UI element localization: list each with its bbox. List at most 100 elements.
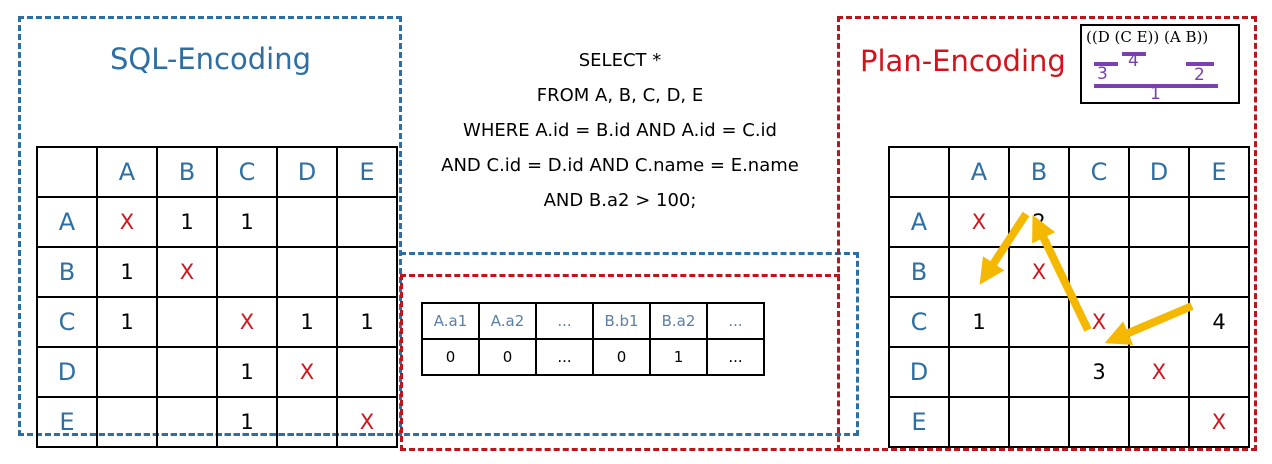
feature-header: B.a2 (649, 302, 708, 340)
matrix-cell: 1 (216, 346, 278, 398)
plan-encoding-matrix: A B C D E A X 2 B X C 1 X 4 D 3 X E (888, 146, 1250, 448)
feature-header: A.a2 (478, 302, 537, 340)
column-header: C (1068, 146, 1130, 198)
matrix-cell (336, 346, 398, 398)
column-header: D (276, 146, 338, 198)
feature-header: ... (535, 302, 594, 340)
feature-header: B.b1 (592, 302, 651, 340)
feature-value: 0 (421, 338, 480, 376)
matrix-cell (1068, 396, 1130, 448)
row-header: E (36, 396, 98, 448)
matrix-cell: X (336, 396, 398, 448)
matrix-cell: 1 (216, 396, 278, 448)
row-header: D (36, 346, 98, 398)
feature-value: 1 (649, 338, 708, 376)
row-header: E (888, 396, 950, 448)
sql-encoding-title: SQL-Encoding (110, 42, 311, 76)
matrix-cell (276, 396, 338, 448)
column-header: E (336, 146, 398, 198)
matrix-cell (336, 246, 398, 298)
matrix-cell: 1 (276, 296, 338, 348)
matrix-cell: 3 (1068, 346, 1130, 398)
matrix-cell: X (1188, 396, 1250, 448)
matrix-cell (1068, 196, 1130, 248)
matrix-cell (1188, 246, 1250, 298)
matrix-cell (96, 396, 158, 448)
feature-vector-table: A.a1 A.a2 ... B.b1 B.a2 ... 0 0 ... 0 1 … (421, 302, 765, 376)
matrix-cell (1068, 246, 1130, 298)
sql-bottom-region (18, 252, 859, 436)
matrix-cell: 1 (336, 296, 398, 348)
matrix-cell (156, 396, 218, 448)
sql-query: SELECT * FROM A, B, C, D, E WHERE A.id =… (400, 43, 840, 218)
column-header: C (216, 146, 278, 198)
feature-value: ... (535, 338, 594, 376)
matrix-cell (1128, 196, 1190, 248)
matrix-cell (1188, 196, 1250, 248)
matrix-cell (1128, 396, 1190, 448)
sql-bottom-top-edge (400, 252, 859, 255)
join-tree-expression: ((D (C E)) (A B)) (1086, 28, 1209, 46)
matrix-cell: 1 (96, 246, 158, 298)
row-header: C (36, 296, 98, 348)
arrow-2-to-1 (979, 211, 1030, 285)
column-header: A (96, 146, 158, 198)
sql-query-line: AND B.a2 > 100; (543, 190, 697, 211)
matrix-cell: X (1008, 246, 1070, 298)
row-header: B (36, 246, 98, 298)
matrix-cell: X (216, 296, 278, 348)
matrix-cell: 1 (96, 296, 158, 348)
column-header: E (1188, 146, 1250, 198)
matrix-cell (1008, 346, 1070, 398)
join-label-2: 2 (1194, 65, 1205, 85)
column-header: A (948, 146, 1010, 198)
join-label-3: 3 (1097, 64, 1108, 84)
matrix-cell (156, 346, 218, 398)
matrix-cell (948, 346, 1010, 398)
matrix-cell: X (1128, 346, 1190, 398)
sql-query-line: FROM A, B, C, D, E (536, 85, 704, 106)
row-header: C (888, 296, 950, 348)
matrix-cell (276, 246, 338, 298)
column-header: B (1008, 146, 1070, 198)
row-header: D (888, 346, 950, 398)
join-label-1: 1 (1150, 84, 1161, 104)
column-header: D (1128, 146, 1190, 198)
matrix-cell (1008, 396, 1070, 448)
plan-encoding-region (837, 16, 1257, 451)
matrix-cell (1128, 246, 1190, 298)
arrow-3-to-2 (1032, 214, 1092, 332)
matrix-cell: 4 (1188, 296, 1250, 348)
matrix-cell (156, 296, 218, 348)
matrix-cell (96, 346, 158, 398)
feature-vector-region (400, 274, 840, 451)
sql-query-line: WHERE A.id = B.id AND A.id = C.id (463, 120, 777, 141)
arrow-4-to-3 (1104, 302, 1194, 345)
matrix-cell: 1 (948, 296, 1010, 348)
matrix-cell: 1 (216, 196, 278, 248)
join-label-4: 4 (1128, 51, 1139, 71)
matrix-cell: X (948, 196, 1010, 248)
sql-encoding-matrix: A B C D E A X 1 1 B 1 X C 1 X 1 1 D 1 X … (36, 146, 398, 448)
feature-value: 0 (478, 338, 537, 376)
feature-header: A.a1 (421, 302, 480, 340)
matrix-cell (948, 396, 1010, 448)
feature-header: ... (706, 302, 765, 340)
sql-query-line: SELECT * (578, 50, 662, 71)
row-header: A (36, 196, 98, 248)
matrix-cell (1188, 346, 1250, 398)
matrix-corner-cell (36, 146, 98, 198)
row-header: B (888, 246, 950, 298)
matrix-cell: X (276, 346, 338, 398)
matrix-cell: X (156, 246, 218, 298)
matrix-cell (1008, 296, 1070, 348)
plan-encoding-title: Plan-Encoding (860, 44, 1066, 78)
feature-value: ... (706, 338, 765, 376)
matrix-cell (336, 196, 398, 248)
row-header: A (888, 196, 950, 248)
column-header: B (156, 146, 218, 198)
join-tree-bars (1094, 52, 1218, 88)
sql-query-line: AND C.id = D.id AND C.name = E.name (441, 155, 799, 176)
matrix-cell (276, 196, 338, 248)
